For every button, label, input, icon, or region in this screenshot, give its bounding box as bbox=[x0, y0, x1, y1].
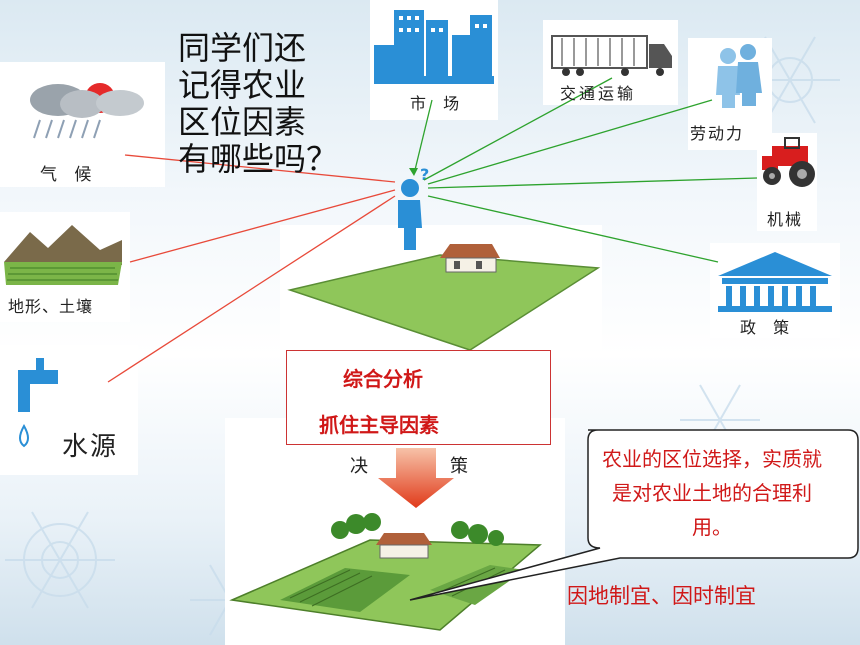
svg-text:?: ? bbox=[420, 165, 429, 184]
speech-bubble bbox=[409, 429, 859, 601]
question-line-2: 记得农业 bbox=[178, 66, 307, 104]
transport-label: 交通运输 bbox=[560, 84, 637, 103]
question-line-4: 有哪些吗？ bbox=[178, 140, 339, 178]
analysis-line-2: 抓住主导因素 bbox=[319, 413, 439, 437]
terrain-icon bbox=[4, 225, 122, 285]
machinery-label: 机械 bbox=[767, 210, 804, 229]
bottom-text: 因地制宜、因时制宜 bbox=[567, 584, 756, 608]
farmhouse-bottom-icon bbox=[376, 533, 432, 559]
faucet-icon bbox=[18, 358, 58, 448]
climate-card bbox=[0, 62, 165, 187]
terrain-soil-label: 地形、土壤 bbox=[8, 297, 94, 316]
water-label: 水源 bbox=[62, 432, 119, 462]
analysis-box: 综合分析 抓住主导因素 bbox=[286, 350, 551, 445]
tractor-icon bbox=[762, 137, 815, 187]
market-label: 市 场 bbox=[410, 94, 466, 113]
analysis-line-1: 综合分析 bbox=[343, 367, 423, 391]
workers-icon bbox=[716, 44, 762, 108]
decision-label-right: 策 bbox=[450, 456, 468, 477]
farm-field-top bbox=[287, 244, 601, 351]
labor-label: 劳动力 bbox=[690, 124, 745, 143]
farm-field-bottom bbox=[229, 513, 542, 631]
farmhouse-icon bbox=[440, 244, 500, 273]
callout-text: 农业的区位选择，实质就是对农业土地的合理利用。 bbox=[602, 447, 822, 539]
city-icon bbox=[374, 10, 494, 84]
policy-label: 政 策 bbox=[740, 318, 796, 337]
down-arrow-icon bbox=[378, 448, 454, 508]
thinking-person-icon: ? bbox=[398, 165, 429, 250]
government-building-icon bbox=[718, 252, 832, 312]
question-line-3: 区位因素 bbox=[178, 103, 307, 141]
cloud-rain-icon bbox=[30, 83, 144, 139]
climate-label: 气 候 bbox=[40, 165, 98, 185]
question-line-1: 同学们还 bbox=[178, 29, 307, 67]
decision-label-left: 决 bbox=[350, 456, 368, 477]
truck-icon bbox=[551, 35, 672, 76]
question-text: 同学们还 记得农业 区位因素 有哪些吗？ bbox=[178, 30, 378, 178]
